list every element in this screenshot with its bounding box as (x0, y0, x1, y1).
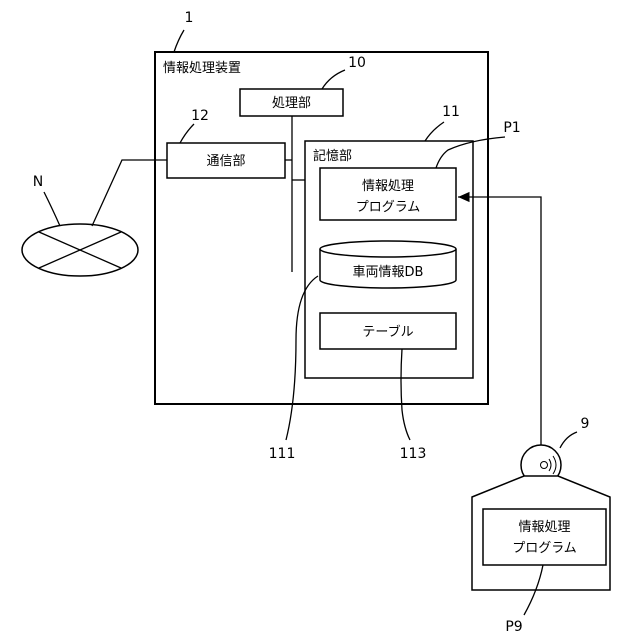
medium-program-label-line2: プログラム (512, 541, 577, 556)
device-title: 情報処理装置 (163, 61, 241, 76)
ref-storage-unit: 11 (442, 104, 460, 120)
ref-device: 1 (185, 10, 194, 26)
leader-medium (560, 432, 577, 448)
vehicle-db-label: 車両情報DB (353, 265, 424, 280)
ref-medium: 9 (581, 416, 590, 432)
ref-vehicle-db: 111 (269, 446, 296, 462)
processing-unit-label: 処理部 (272, 96, 311, 111)
program-label-line1: 情報処理 (362, 179, 414, 194)
vehicle-db-cylinder-top (320, 241, 456, 257)
leader-device (174, 30, 184, 52)
ref-table: 113 (400, 446, 427, 462)
ref-program-on-medium: P9 (505, 619, 522, 635)
communication-unit-label: 通信部 (206, 154, 245, 169)
program-label-line2: プログラム (356, 200, 421, 215)
leader-network (44, 192, 60, 226)
medium-program-box (483, 509, 606, 565)
ref-program-in-storage: P1 (503, 120, 520, 136)
medium-program-label-line1: 情報処理 (518, 520, 570, 535)
ref-communication-unit: 12 (191, 108, 209, 124)
ref-network: N (33, 174, 43, 190)
storage-unit-label: 記憶部 (313, 148, 352, 164)
table-label: テーブル (362, 324, 413, 340)
ref-processing-unit: 10 (348, 55, 366, 71)
